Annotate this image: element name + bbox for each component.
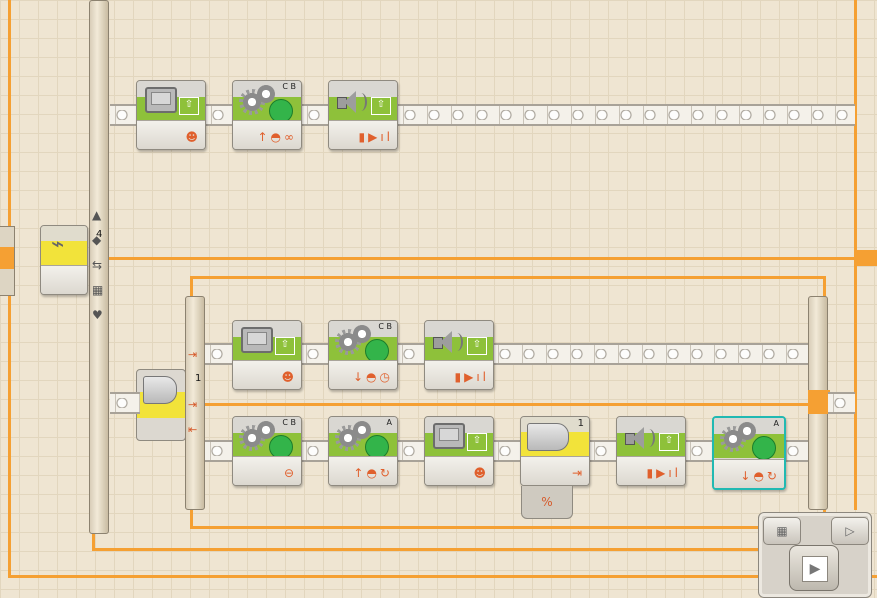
lower-sound-block[interactable]: ⇧ ▮▶ıl	[616, 416, 686, 486]
upper-display-block[interactable]: ⇧ ☻	[232, 320, 302, 390]
gears-icon-small	[353, 325, 371, 343]
touch-sensor-icon	[143, 376, 177, 404]
port-label: A	[386, 418, 392, 427]
up-arrow-icon: ⇧	[467, 433, 487, 451]
speaker-icon	[623, 423, 655, 453]
gears-icon-small	[257, 421, 275, 439]
block-ports: ↓◓↻	[740, 469, 780, 483]
loop-port-count: 4	[96, 229, 103, 240]
monitor-icon	[241, 327, 273, 353]
download-button[interactable]: ▷	[831, 517, 869, 545]
switch-left-beam[interactable]	[185, 296, 205, 510]
motor-power-indicator	[269, 99, 293, 123]
switch-branch-icons: ⇥⇥⇤	[188, 348, 198, 436]
up-arrow-icon: ⇧	[659, 433, 679, 451]
lower-move-block-2[interactable]: A ↑◓↻	[328, 416, 398, 486]
up-arrow-icon: ⇧	[467, 337, 487, 355]
switch-case-number: 1	[195, 373, 202, 384]
block-ports: ☻	[185, 130, 201, 144]
loop-input-icons: ▲◆⇆▦♥	[92, 208, 104, 322]
block-ports: ⇥	[571, 466, 585, 480]
switch-frame-top	[190, 276, 826, 279]
right-inner-wire	[854, 0, 857, 510]
monitor-icon	[433, 423, 465, 449]
switch-frame-bottom	[190, 526, 826, 529]
block-ports: ↓◓◷	[353, 370, 393, 384]
left-orange-stub	[0, 247, 14, 269]
gears-icon-small	[257, 85, 275, 103]
block-ports: ▮▶ıl	[646, 466, 681, 480]
top-sequence-beam	[110, 104, 855, 126]
bluetooth-receive-icon: ⌁	[51, 232, 65, 257]
top-display-block[interactable]: ⇧ ☻	[136, 80, 206, 150]
exit-beam	[828, 392, 855, 414]
lower-move-block-1[interactable]: C B ⊖	[232, 416, 302, 486]
up-arrow-icon: ⇧	[275, 337, 295, 355]
speaker-icon	[335, 87, 367, 117]
speaker-icon	[431, 327, 463, 357]
bottom-outer-wire	[8, 575, 877, 578]
block-ports: ↑◓∞	[257, 130, 297, 144]
top-move-block[interactable]: C B ↑◓∞	[232, 80, 302, 150]
bluetooth-switch-block[interactable]: ⌁	[40, 225, 88, 295]
top-sound-block[interactable]: ⇧ ▮▶ıl	[328, 80, 398, 150]
up-arrow-icon: ⇧	[179, 97, 199, 115]
port-label: 1	[577, 418, 584, 429]
block-ports: ☻	[281, 370, 297, 384]
block-ports: ▮▶ıl	[454, 370, 489, 384]
monitor-icon	[145, 87, 177, 113]
port-label: C B	[378, 322, 392, 331]
motor-power-indicator	[752, 436, 776, 460]
touch-sensor-icon	[527, 423, 569, 451]
loop-bottom-wire	[92, 548, 854, 551]
upper-move-block[interactable]: C B ↓◓◷	[328, 320, 398, 390]
lower-move-block-selected[interactable]: A ↓◓↻	[712, 416, 786, 490]
block-ports: ⊖	[283, 466, 297, 480]
gears-icon-small	[738, 422, 756, 440]
lower-display-block[interactable]: ⇧ ☻	[424, 416, 494, 486]
lower-wait-touch-block[interactable]: 1 ⇥	[520, 416, 590, 486]
wait-config-card[interactable]: %	[521, 486, 573, 519]
gears-icon-small	[353, 421, 371, 439]
nxt-window-button[interactable]: ▦	[763, 517, 801, 545]
port-label: A	[773, 419, 779, 428]
controller-panel: ▦ ▷ ▶	[758, 512, 872, 598]
port-label: C B	[282, 82, 296, 91]
port-label: C B	[282, 418, 296, 427]
touch-switch-block[interactable]	[136, 369, 186, 441]
switch-branch-divider	[205, 403, 810, 406]
motor-power-indicator	[365, 435, 389, 459]
loop-beam[interactable]	[89, 0, 109, 534]
up-arrow-icon: ⇧	[371, 97, 391, 115]
right-stub-top	[856, 250, 877, 266]
play-icon: ▶	[802, 556, 828, 582]
right-orange-connector	[808, 390, 830, 414]
block-ports: ▮▶ıl	[358, 130, 393, 144]
download-and-run-button[interactable]: ▶	[789, 545, 839, 591]
block-ports: ↑◓↻	[353, 466, 393, 480]
entry-beam	[110, 392, 140, 414]
block-ports: ☻	[473, 466, 489, 480]
upper-sound-block[interactable]: ⇧ ▮▶ıl	[424, 320, 494, 390]
switch-top-wire	[108, 257, 854, 260]
